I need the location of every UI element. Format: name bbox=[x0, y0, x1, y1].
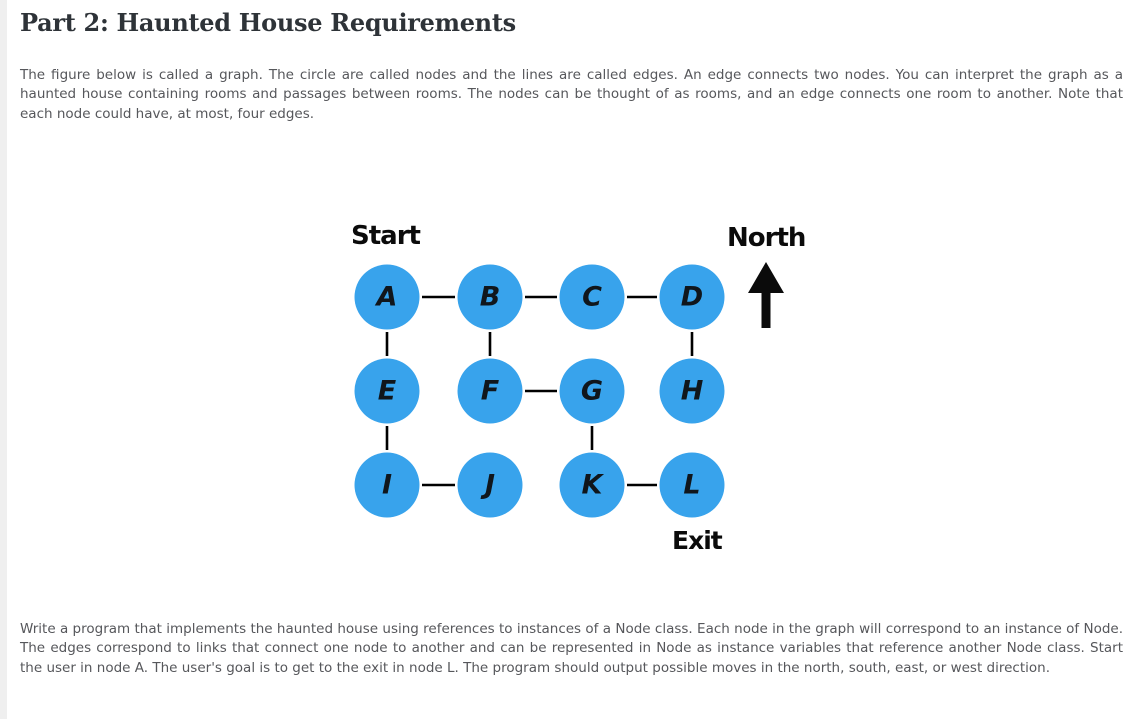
left-margin-strip bbox=[0, 0, 7, 719]
graph-node-C bbox=[559, 264, 625, 330]
exit-label: Exit bbox=[672, 526, 723, 555]
graph-node-F bbox=[457, 358, 523, 424]
graph-node-label-I: I bbox=[382, 470, 392, 501]
graph-node-label-B: B bbox=[480, 282, 501, 313]
graph-node-label-C: C bbox=[582, 282, 602, 313]
graph-node-K bbox=[559, 452, 625, 518]
graph-node-label-A: A bbox=[375, 282, 398, 313]
graph-node-L bbox=[659, 452, 725, 518]
north-label: North bbox=[727, 223, 806, 253]
graph-node-A bbox=[354, 264, 420, 330]
graph-node-label-H: H bbox=[681, 376, 704, 407]
graph-node-J bbox=[457, 452, 523, 518]
intro-paragraph: The figure below is called a graph. The … bbox=[20, 67, 1123, 122]
start-label: Start bbox=[351, 221, 421, 251]
graph-node-label-K: K bbox=[582, 470, 605, 501]
graph-node-label-E: E bbox=[378, 376, 397, 407]
graph-node-E bbox=[354, 358, 420, 424]
graph-node-H bbox=[659, 358, 725, 424]
page-title: Part 2: Haunted House Requirements bbox=[20, 8, 516, 37]
graph-node-G bbox=[559, 358, 625, 424]
graph-node-label-F: F bbox=[481, 376, 500, 407]
graph-node-B bbox=[457, 264, 523, 330]
graph-node-D bbox=[659, 264, 725, 330]
north-arrow-icon bbox=[748, 262, 784, 328]
graph-node-label-L: L bbox=[683, 470, 700, 501]
graph-node-I bbox=[354, 452, 420, 518]
graph-node-label-D: D bbox=[681, 282, 703, 313]
graph-node-label-G: G bbox=[581, 376, 603, 407]
instructions-paragraph: Write a program that implements the haun… bbox=[20, 621, 1123, 676]
